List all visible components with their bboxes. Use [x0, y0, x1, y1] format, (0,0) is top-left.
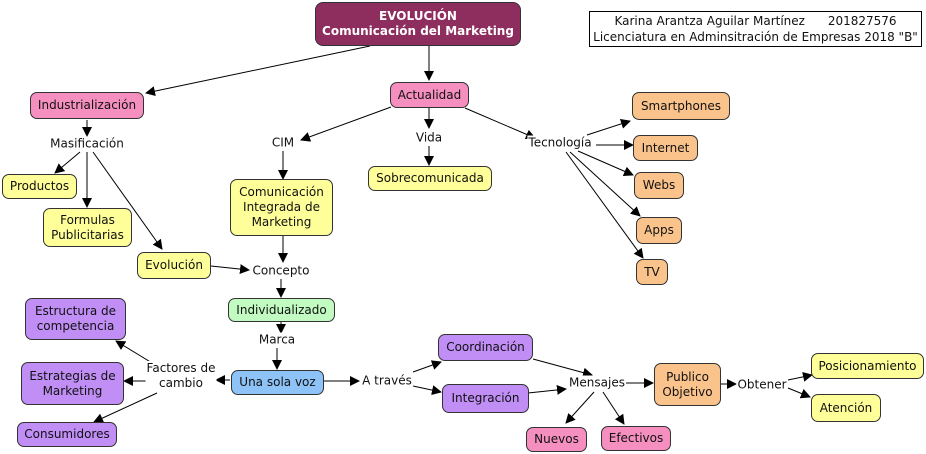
title-node[interactable]: EVOLUCIÓN Comunicación del Marketing: [315, 2, 521, 46]
link-mensajes: Mensajes: [568, 375, 626, 391]
node-smartphones[interactable]: Smartphones: [632, 92, 730, 120]
node-estructura-competencia[interactable]: Estructura de competencia: [25, 298, 126, 340]
edge-main-industrializacion: [145, 45, 371, 97]
edge-tec-apps: [569, 151, 641, 217]
edge-fac-consumidores: [93, 392, 158, 423]
edge-act-tecnologia: [464, 107, 536, 140]
node-internet[interactable]: Internet: [633, 135, 698, 161]
node-actualidad[interactable]: Actualidad: [390, 82, 469, 108]
node-publico-objetivo[interactable]: Publico Objetivo: [654, 363, 721, 406]
edge-atraves-integ: [412, 385, 442, 396]
edge-act-cim: [300, 106, 392, 142]
node-sobrecomunicada[interactable]: Sobrecomunicada: [368, 166, 492, 191]
link-cim: CIM: [270, 135, 296, 151]
node-comunicacion-integrada[interactable]: Comunicación Integrada de Marketing: [230, 179, 333, 236]
link-masificacion: Masificación: [49, 136, 125, 152]
program-line: Licenciatura en Adminsitración de Empres…: [593, 29, 918, 44]
edge-tec-webs: [577, 150, 634, 176]
link-factores-cambio: Factores de cambio: [145, 361, 217, 391]
node-consumidores[interactable]: Consumidores: [17, 422, 117, 447]
edge-mensajes-efectivos: [602, 391, 625, 425]
edge-evolucion-concepto: [210, 264, 250, 275]
edge-coord-mensajes: [532, 358, 593, 378]
edge-tec-tv: [565, 151, 644, 259]
node-efectivos[interactable]: Efectivos: [601, 426, 671, 451]
edge-mensajes-nuevos: [565, 391, 595, 424]
node-estrategias-marketing[interactable]: Estrategias de Marketing: [21, 362, 124, 405]
node-productos[interactable]: Productos: [2, 174, 77, 199]
node-coordinacion[interactable]: Coordinación: [438, 334, 533, 361]
title-line2: Comunicación del Marketing: [322, 24, 514, 38]
edge-obtener-atencion: [787, 387, 811, 399]
node-atencion[interactable]: Atención: [811, 394, 881, 422]
node-posicionamiento[interactable]: Posicionamiento: [811, 353, 924, 379]
edge-obtener-posic: [787, 371, 813, 382]
link-marca: Marca: [257, 332, 297, 348]
author-line: Karina Arantza Aguilar Martínez 20182757…: [614, 14, 897, 28]
link-tecnologia: Tecnología: [527, 135, 593, 151]
node-industrializacion[interactable]: Industrialización: [30, 92, 144, 119]
node-webs[interactable]: Webs: [634, 172, 684, 199]
node-apps[interactable]: Apps: [636, 217, 682, 244]
author-info-box: Karina Arantza Aguilar Martínez 20182757…: [589, 11, 922, 47]
node-nuevos[interactable]: Nuevos: [526, 427, 587, 452]
node-tv[interactable]: TV: [636, 259, 668, 285]
link-obtener: Obtener: [736, 377, 788, 393]
link-a-traves: A través: [361, 373, 413, 389]
edge-tec-smartphones: [586, 119, 631, 136]
node-individualizado[interactable]: Individualizado: [228, 298, 335, 322]
link-vida: Vida: [414, 130, 444, 146]
node-formulas-publicitarias[interactable]: Formulas Publicitarias: [43, 208, 132, 247]
edge-atraves-coord: [412, 360, 442, 373]
edge-integ-mensajes: [527, 384, 567, 395]
node-integracion[interactable]: Integración: [442, 384, 529, 413]
edge-mas-evolucion: [92, 151, 163, 250]
node-evolucion[interactable]: Evolución: [137, 252, 211, 279]
link-concepto: Concepto: [251, 263, 311, 279]
edge-mas-productos: [54, 151, 81, 174]
node-una-sola-voz[interactable]: Una sola voz: [231, 370, 324, 395]
title-line1: EVOLUCIÓN: [379, 9, 457, 23]
